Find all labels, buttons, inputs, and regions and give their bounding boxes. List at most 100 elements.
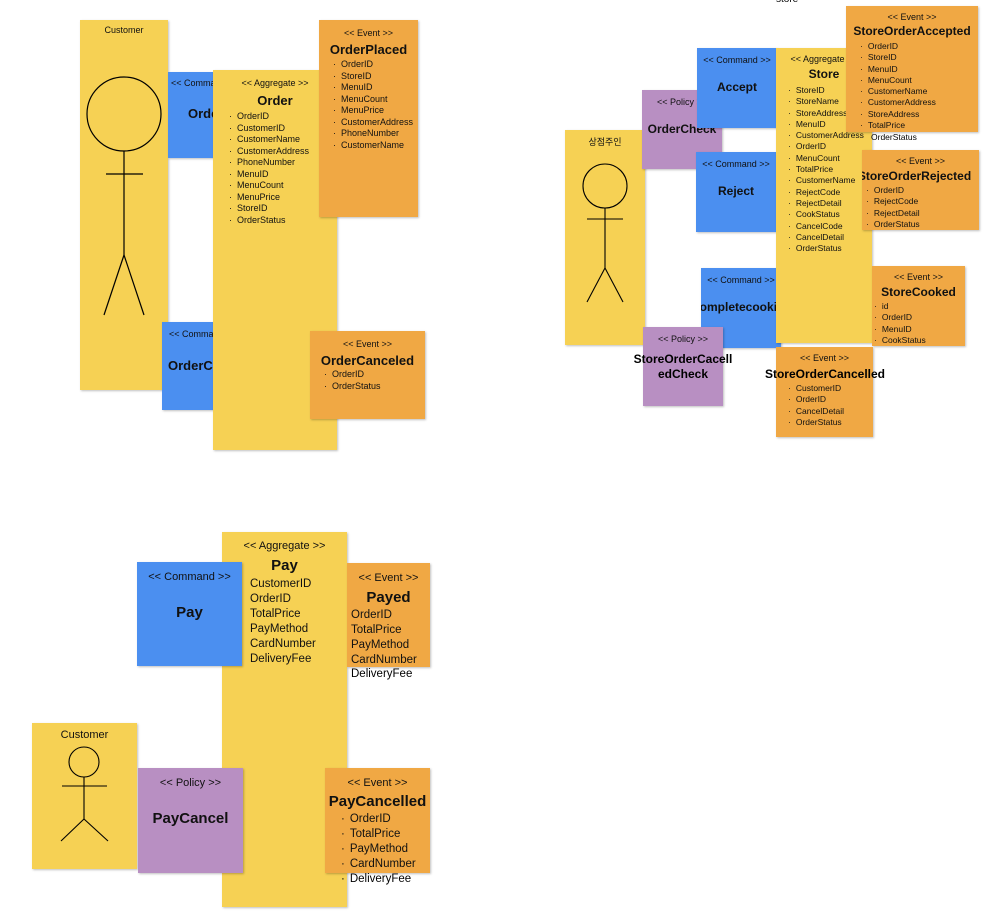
policy-stereotype: << Policy >> — [657, 334, 709, 344]
command-reject-sticky[interactable]: << Command >> Reject — [696, 152, 776, 232]
field-item: StoreAddress — [860, 109, 936, 120]
event-fields: OrderIDRejectCodeRejectDetailOrderStatus — [866, 185, 920, 230]
event-storeorderrejected-sticky[interactable]: << Event >> StoreOrderRejected OrderIDRe… — [862, 150, 979, 230]
policy-paycancel-sticky[interactable]: << Policy >> PayCancel — [138, 768, 243, 873]
event-fields: CustomerIDOrderIDCancelDetailOrderStatus — [788, 383, 844, 428]
event-storeordercancelled-title: StoreOrderCancelled — [764, 367, 886, 381]
field-item: CardNumber — [351, 654, 417, 666]
field-item: OrderID — [351, 609, 392, 621]
field-item: MenuCount — [333, 94, 413, 106]
event-title: OrderCanceled — [320, 353, 415, 368]
field-item: CustomerAddress — [788, 130, 864, 141]
event-stereotype: << Event >> — [893, 272, 944, 282]
event-overflow-field: OrderStatus — [871, 132, 917, 142]
field-item: CustomerID — [788, 383, 844, 394]
event-stereotype: << Event >> — [895, 156, 946, 166]
field-item: RejectDetail — [788, 198, 864, 209]
event-ordercanceled-sticky[interactable]: << Event >> OrderCanceled OrderIDOrderSt… — [310, 331, 425, 419]
event-overflow-field: DeliveryFee — [351, 668, 413, 680]
field-item: OrderID — [250, 593, 291, 605]
event-fields: OrderIDOrderStatus — [324, 369, 381, 392]
policy-title-line2: edCheck — [657, 367, 709, 381]
field-item: PayMethod — [351, 639, 410, 651]
event-title: StoreCooked — [881, 285, 956, 299]
field-item: OrderStatus — [324, 381, 381, 393]
command-stereotype: << Command >> — [707, 275, 775, 285]
field-item: OrderID — [788, 394, 844, 405]
event-title: StoreOrderAccepted — [853, 24, 971, 38]
event-storeordercancelled-sticky[interactable]: << Event >> CustomerIDOrderIDCancelDetai… — [776, 347, 873, 437]
field-item: CustomerName — [860, 86, 936, 97]
aggregate-title: Store — [808, 67, 840, 81]
field-item: TotalPrice — [860, 120, 936, 131]
field-item: RejectCode — [788, 187, 864, 198]
field-item: TotalPrice — [341, 827, 416, 842]
actor-storeowner-sticky[interactable]: 상점주인 — [565, 130, 645, 345]
event-fields: idOrderIDMenuIDCookStatus — [874, 301, 926, 346]
policy-title-line1: StoreOrderCacell — [633, 352, 733, 366]
event-stereotype: << Event >> — [887, 12, 937, 22]
event-orderplaced-sticky[interactable]: << Event >> OrderPlaced OrderIDStoreIDMe… — [319, 20, 418, 217]
field-item: PhoneNumber — [333, 128, 413, 140]
field-item: OrderID — [324, 369, 381, 381]
field-item: RejectCode — [866, 196, 920, 207]
event-stereotype: << Event >> — [342, 339, 393, 349]
field-item: MenuID — [860, 64, 936, 75]
aggregate-title: Order — [257, 93, 293, 108]
field-item: CustomerAddress — [333, 117, 413, 129]
event-title: OrderPlaced — [329, 42, 408, 57]
event-paycancelled-sticky[interactable]: << Event >> PayCancelled OrderIDTotalPri… — [325, 768, 430, 873]
field-item: CancelDetail — [788, 232, 864, 243]
aggregate-stereotype: << Aggregate >> — [243, 540, 326, 552]
event-title: StoreOrderRejected — [862, 169, 972, 183]
command-title: Accept — [716, 80, 757, 94]
actor-label: Customer — [104, 25, 144, 35]
field-item: OrderStatus — [788, 417, 844, 428]
policy-stereotype: << Policy >> — [159, 777, 222, 789]
field-item: MenuPrice — [229, 192, 309, 204]
top-label: store — [776, 0, 798, 5]
event-overflow-field: ·DeliveryFee — [341, 873, 412, 885]
event-fields: OrderIDStoreIDMenuIDMenuCountMenuPriceCu… — [333, 59, 413, 151]
field-item: MenuCount — [788, 153, 864, 164]
field-item: MenuID — [788, 119, 864, 130]
field-item: CookStatus — [874, 335, 926, 346]
event-title: PayCancelled — [328, 793, 427, 810]
event-storecooked-sticky[interactable]: << Event >> StoreCooked idOrderIDMenuIDC… — [872, 266, 965, 346]
field-item: CardNumber — [341, 857, 416, 872]
actor-customer-sticky[interactable]: Customer — [32, 723, 137, 869]
policy-storeordercancelledcheck-sticky[interactable]: << Policy >> — [643, 327, 723, 406]
field-item: OrderID — [788, 141, 864, 152]
field-item: StoreName — [788, 96, 864, 107]
aggregate-fields: OrderIDCustomerIDCustomerNameCustomerAdd… — [229, 111, 309, 226]
field-item: OrderStatus — [866, 219, 920, 230]
field-item: OrderStatus — [229, 215, 309, 227]
event-stereotype: << Event >> — [343, 28, 394, 38]
event-storeorderaccepted-sticky[interactable]: << Event >> StoreOrderAccepted OrderIDSt… — [846, 6, 978, 132]
field-item: OrderID — [874, 312, 926, 323]
actor-customer-sticky[interactable]: Customer — [80, 20, 168, 390]
command-title: Reject — [717, 184, 755, 198]
field-item: MenuCount — [229, 180, 309, 192]
command-stereotype: << Command >> — [171, 78, 239, 88]
command-accept-sticky[interactable]: << Command >> Accept — [697, 48, 777, 128]
field-item: RejectDetail — [866, 208, 920, 219]
field-item: CustomerName — [788, 175, 864, 186]
field-item: TotalPrice — [788, 164, 864, 175]
field-item: StoreID — [788, 85, 864, 96]
policy-stereotype: << Policy >> — [656, 97, 708, 107]
command-stereotype: << Command >> — [148, 571, 231, 583]
command-stereotype: << Command >> — [703, 55, 771, 65]
aggregate-stereotype: << Aggregate >> — [790, 54, 858, 64]
field-item: OrderID — [229, 111, 309, 123]
field-item: StoreID — [333, 71, 413, 83]
field-item: OrderStatus — [788, 243, 864, 254]
field-item: StoreID — [229, 203, 309, 215]
command-pay-sticky[interactable]: << Command >> Pay — [137, 562, 242, 666]
policy-title: PayCancel — [152, 810, 229, 827]
event-fields: OrderIDStoreIDMenuIDMenuCountCustomerNam… — [860, 41, 936, 131]
